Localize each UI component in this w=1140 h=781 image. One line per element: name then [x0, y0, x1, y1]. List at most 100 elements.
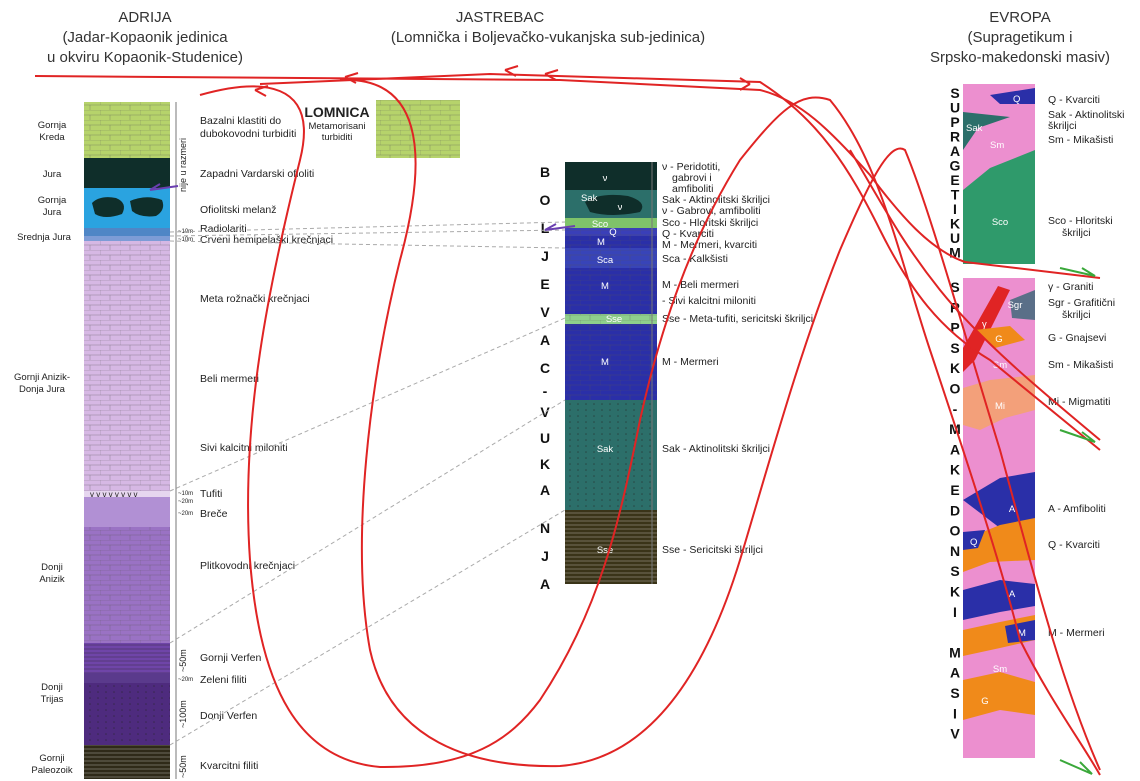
scale-note: ~10m: [178, 237, 193, 243]
inner-label: G: [981, 696, 988, 707]
vertical-letter: K: [950, 462, 960, 478]
arrow-green: [1059, 429, 1096, 443]
fault-line: [259, 72, 1101, 451]
unit-label: Sivi kalcitni miloniti: [200, 442, 288, 454]
inner-label: ν: [618, 202, 623, 213]
melanz-block: [92, 197, 124, 217]
age-label: Trijas: [41, 694, 64, 705]
inner-label: Sak: [581, 193, 598, 204]
scale-note: ~100m: [178, 700, 188, 728]
unit-label: M - Beli mermeri: [662, 279, 739, 291]
lomnica-subtitle: Metamorisani: [308, 121, 365, 132]
unit-label: M - Mermeri, kvarciti: [662, 239, 757, 251]
srpsko-makedonski-column: γ Sgr G Sm Mi A Q A M Sm G: [963, 278, 1035, 758]
layer-radiolariti: [84, 228, 170, 236]
arrow-purple: [544, 223, 576, 231]
vertical-letter: A: [540, 576, 550, 592]
vertical-letter: M: [949, 644, 961, 660]
unit-label: Sak - Aktinolitski škriljci: [662, 443, 770, 455]
vertical-letter: S: [950, 563, 959, 579]
unit-label: Breče: [200, 508, 228, 520]
inner-label: G: [995, 334, 1002, 345]
age-label: Gornja: [38, 120, 67, 131]
inner-label: Sse: [597, 545, 613, 556]
age-label: Kreda: [39, 132, 65, 143]
unit-label: A - Amfiboliti: [1048, 503, 1106, 515]
vertical-letter: N: [540, 520, 550, 536]
vertical-letter: V: [540, 304, 550, 320]
correlation-lines: [169, 221, 566, 746]
inner-label: Sak: [597, 444, 614, 455]
inner-label: M: [601, 357, 609, 368]
vertical-letter: N: [950, 543, 960, 559]
unit-label: M - Mermeri: [1048, 627, 1105, 639]
vertical-letter: A: [540, 332, 550, 348]
vertical-letter: I: [953, 705, 957, 721]
inner-label: Mi: [995, 401, 1005, 412]
vertical-letter: B: [540, 164, 550, 180]
layer-peridotiti: [565, 162, 657, 190]
layer-kvarciti-q: [963, 530, 985, 550]
vertical-letter: O: [950, 523, 961, 539]
jastrebac-column: [565, 162, 657, 584]
scale-note: nije u razmeri: [178, 138, 188, 192]
vertical-letter: K: [950, 584, 960, 600]
inner-label: Sco: [592, 219, 608, 230]
inner-label: Q: [609, 227, 616, 238]
header-evropa-line: Srpsko-makedonski masiv): [930, 49, 1110, 66]
inner-label: Q: [1013, 94, 1020, 105]
supragetikum-column: Q Sak Sm Sco: [963, 84, 1035, 264]
unit-label: Meta rožnački krečnjaci: [200, 293, 310, 305]
unit-label: Kvarcitni filiti: [200, 760, 258, 772]
vertical-letter: -: [543, 383, 548, 399]
adrija-scale-notes: nije u razmeri ~10m ~10m ~10m ~20m ~20m …: [178, 138, 193, 778]
lomnica-title: LOMNICA: [304, 104, 369, 120]
header-adrija-line: u okviru Kopaonik-Studenice): [47, 49, 243, 66]
adrija-unit-labels: Bazalni klastiti do dubokovodni turbidit…: [200, 115, 333, 772]
vertical-letter: L: [541, 220, 550, 236]
unit-label: amfiboliti: [672, 183, 713, 195]
unit-label: Sco - Hloritski škriljci: [662, 217, 758, 229]
header-evropa-line: (Supragetikum i: [967, 29, 1072, 46]
vertical-letter: J: [541, 248, 549, 264]
melanz-block: [130, 197, 164, 217]
vertical-letter: O: [540, 192, 551, 208]
vertical-letter: U: [540, 430, 550, 446]
layer-ofioliti: [84, 158, 170, 188]
arrow-red: [344, 72, 359, 84]
unit-label: Beli mermeri: [200, 373, 259, 385]
layer-amfiboliti: [963, 580, 1035, 620]
layer-kvarciti: [963, 518, 1035, 572]
vertical-letter: -: [953, 401, 958, 417]
scale-note: ~10m: [178, 491, 193, 497]
unit-label: Gornji Verfen: [200, 652, 261, 664]
jastrebac-unit-labels: ν - Peridotiti, gabrovi i amfiboliti Sak…: [662, 161, 813, 556]
arrow-red: [739, 77, 751, 91]
age-label: Donji: [41, 562, 63, 573]
arrow-purple: [149, 183, 179, 191]
fault-line: [849, 149, 1101, 441]
inner-label: Q: [970, 537, 977, 548]
unit-label: Plitkovodni krečnjaci: [200, 560, 295, 572]
vertical-letter: P: [950, 320, 959, 336]
unit-label: Crveni hemipelaški krečnjaci: [200, 234, 333, 246]
unit-label: Sak - Aktinolitski: [1048, 109, 1124, 121]
vertical-letter: I: [953, 201, 957, 217]
vertical-letter: I: [953, 604, 957, 620]
inner-label: A: [1009, 504, 1016, 515]
scale-note: ~20m: [178, 677, 193, 683]
unit-label: Zapadni Vardarski ofioliti: [200, 168, 314, 180]
header-jastrebac-line: JASTREBAC: [456, 9, 545, 26]
age-label: Jura: [43, 169, 62, 180]
adrija-age-labels: Gornja Kreda Jura Gornja Jura Srednja Ju…: [14, 120, 73, 776]
inner-label: A: [1009, 589, 1016, 600]
vertical-letter: V: [950, 726, 960, 742]
evropa-unit-labels: Q - Kvarciti Sak - Aktinolitski škriljci…: [1048, 94, 1124, 639]
arrow-green: [1059, 759, 1093, 775]
scale-note: ~20m: [178, 511, 193, 517]
vertical-letter: E: [950, 172, 959, 188]
vertical-letter: S: [950, 279, 959, 295]
unit-label: Sco - Hloritski: [1048, 215, 1113, 227]
